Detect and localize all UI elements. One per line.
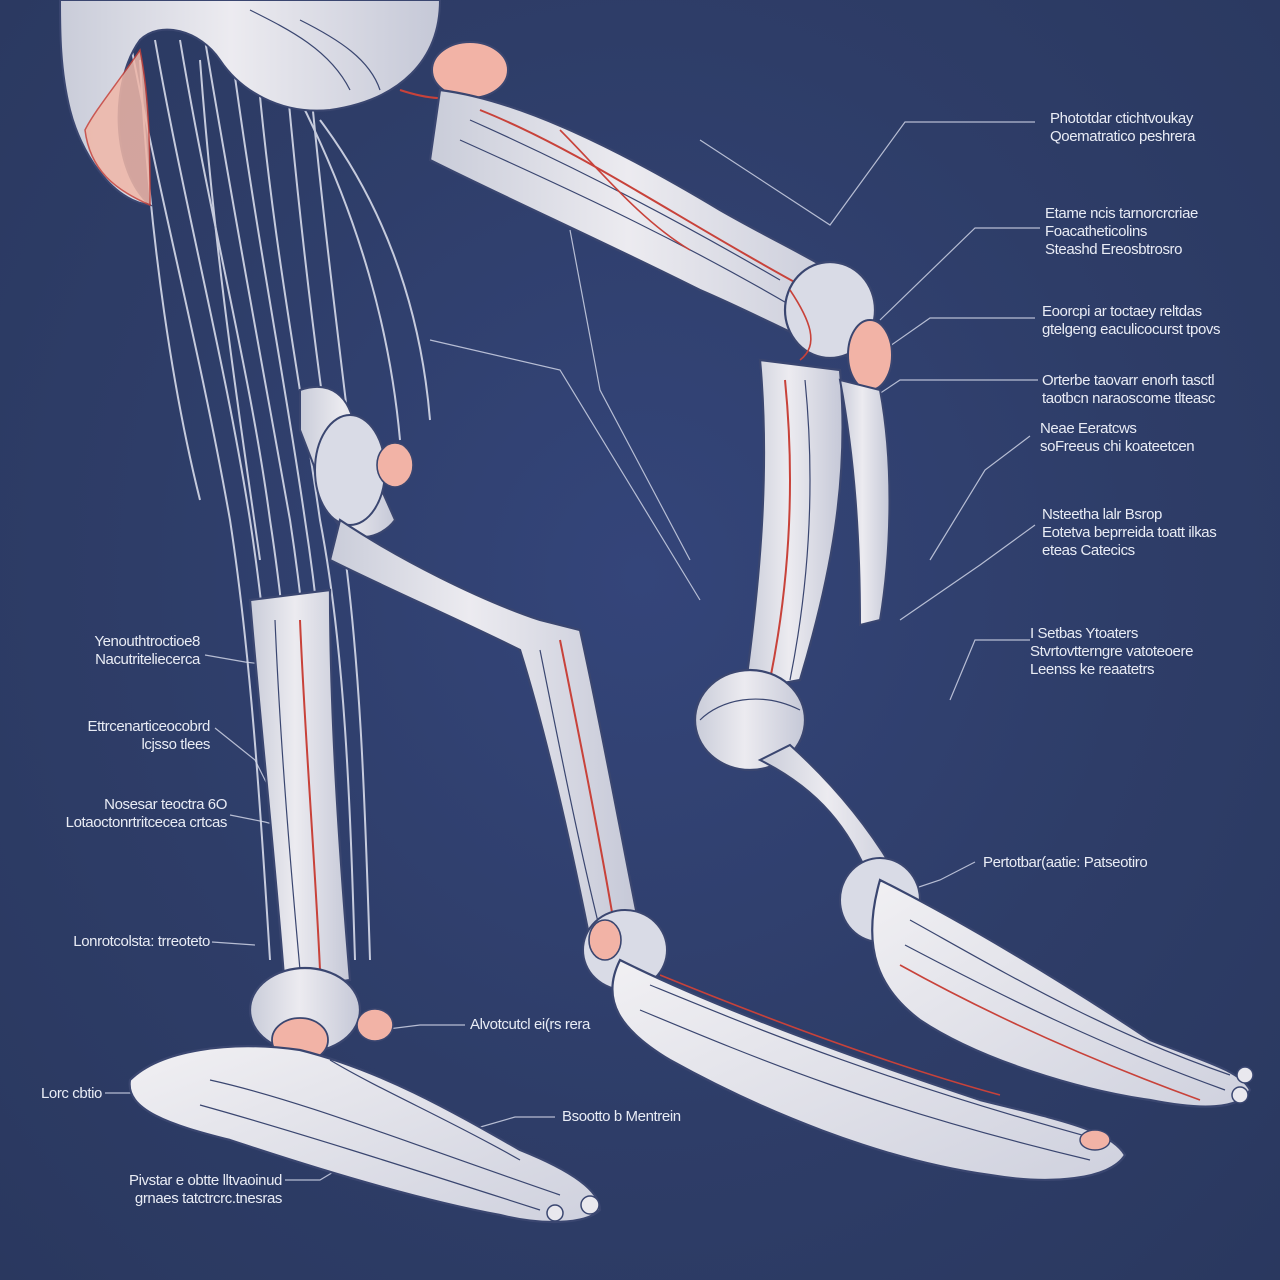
label-line: Yenouthtroctioe8 (94, 633, 200, 650)
label-right-4: Orterbe taovarr enorh tasctl taotbcn nar… (1042, 372, 1215, 408)
label-line: Steashd Ereosbtrosro (1045, 241, 1183, 258)
label-line: Nosesar teoctra 6O (104, 796, 227, 813)
left-foot (128, 1045, 602, 1224)
label-line: Stvrtovtterngre vatoteoere (1030, 643, 1194, 660)
label-right-9: Alvotcutcl ei(rs rera (470, 1016, 590, 1034)
label-line: Pivstar e obtte lltvaoinud (128, 1172, 282, 1189)
label-right-10: Bsootto b Mentrein (562, 1108, 681, 1126)
pelvis (58, 0, 509, 207)
label-line: lcjsso tlees (141, 736, 210, 753)
label-line: Eotetva beprreida toatt ilkas (1042, 524, 1217, 541)
label-line: Eoorcpi ar toctaey reltdas (1042, 303, 1202, 320)
leader-line (879, 227, 1040, 321)
leader-line (469, 1116, 555, 1131)
leader-line (899, 524, 1036, 621)
label-right-7: I Setbas Ytoaters Stvrtovtterngre vatote… (1030, 625, 1193, 679)
label-line: Nacutriteliecerca (95, 651, 200, 668)
leader-line (949, 639, 1030, 701)
leader-line (909, 861, 976, 891)
label-line: eteas Catecics (1042, 542, 1135, 559)
label-line: Alvotcutcl ei(rs rera (470, 1016, 590, 1033)
leader-lines (105, 121, 1040, 1181)
leader-line (929, 435, 1031, 561)
leader-line (211, 941, 256, 946)
middle-foot (611, 958, 1127, 1181)
label-right-8: Pertotbar(aatie: Patseotiro (983, 854, 1148, 872)
label-line: Pertotbar(aatie: Patseotiro (983, 854, 1148, 871)
label-line: Nsteetha lalr Bsrop (1042, 506, 1162, 523)
label-line: Leenss ke reaatetrs (1030, 661, 1155, 678)
label-left-6: Pivstar e obtte lltvaoinud grnaes tatctr… (129, 1172, 282, 1208)
label-line: gtelgeng eaculicocurst tpovs (1042, 321, 1221, 338)
leader-line (569, 229, 691, 561)
right-femur (428, 88, 893, 391)
right-foot (871, 878, 1254, 1108)
label-line: soFreeus chi koateetcen (1040, 438, 1195, 455)
label-line: Foacatheticolins (1045, 223, 1147, 240)
label-line: Bsootto b Mentrein (562, 1108, 681, 1125)
label-right-5: Neae Eeratcws soFreeus chi koateetcen (1040, 420, 1195, 456)
leader-line (869, 317, 1035, 361)
left-femur (299, 385, 414, 538)
label-right-6: Nsteetha lalr Bsrop Eotetva beprreida to… (1042, 506, 1217, 560)
left-tibia (248, 588, 394, 1063)
label-right-2: Etame ncis tarnorcrcriae Foacatheticolin… (1045, 205, 1198, 259)
label-line: Lonrotcolsta: trreoteto (73, 933, 210, 950)
label-line: Lorc cbtio (40, 1085, 102, 1102)
label-left-3: Nosesar teoctra 6O Lotaoctonrtritcecea c… (65, 796, 228, 832)
leader-line (699, 121, 1035, 226)
label-left-1: Yenouthtroctioe8 Nacutriteliecerca (94, 633, 200, 669)
label-line: Phototdar ctichtvoukay (1050, 110, 1193, 127)
label-line: Qoematratico peshrera (1050, 128, 1196, 145)
leader-line (429, 339, 701, 601)
label-line: Ettrcenarticeocobrd (87, 718, 211, 735)
label-line: Neae Eeratcws (1040, 420, 1137, 437)
label-line: Etame ncis tarnorcrcriae (1045, 205, 1198, 222)
label-line: grnaes tatctrcrc.tnesras (134, 1190, 283, 1207)
label-left-5: Lorc cbtio (41, 1085, 102, 1103)
label-left-4: Lonrotcolsta: trreoteto (73, 933, 210, 951)
right-tibia (693, 358, 921, 954)
middle-tibia (328, 518, 668, 991)
label-line: I Setbas Ytoaters (1030, 625, 1138, 642)
label-line: Lotaoctonrtritcecea crtcas (65, 814, 228, 831)
label-line: Orterbe taovarr enorh tasctl (1042, 372, 1215, 389)
label-right-3: Eoorcpi ar toctaey reltdas gtelgeng eacu… (1042, 303, 1220, 339)
label-left-2: Ettrcenarticeocobrd lcjsso tlees (87, 718, 211, 754)
label-line: taotbcn naraoscome tlteasc (1042, 390, 1216, 407)
leader-line (869, 379, 1038, 401)
label-right-1: Phototdar ctichtvoukay Qoematratico pesh… (1050, 110, 1195, 146)
